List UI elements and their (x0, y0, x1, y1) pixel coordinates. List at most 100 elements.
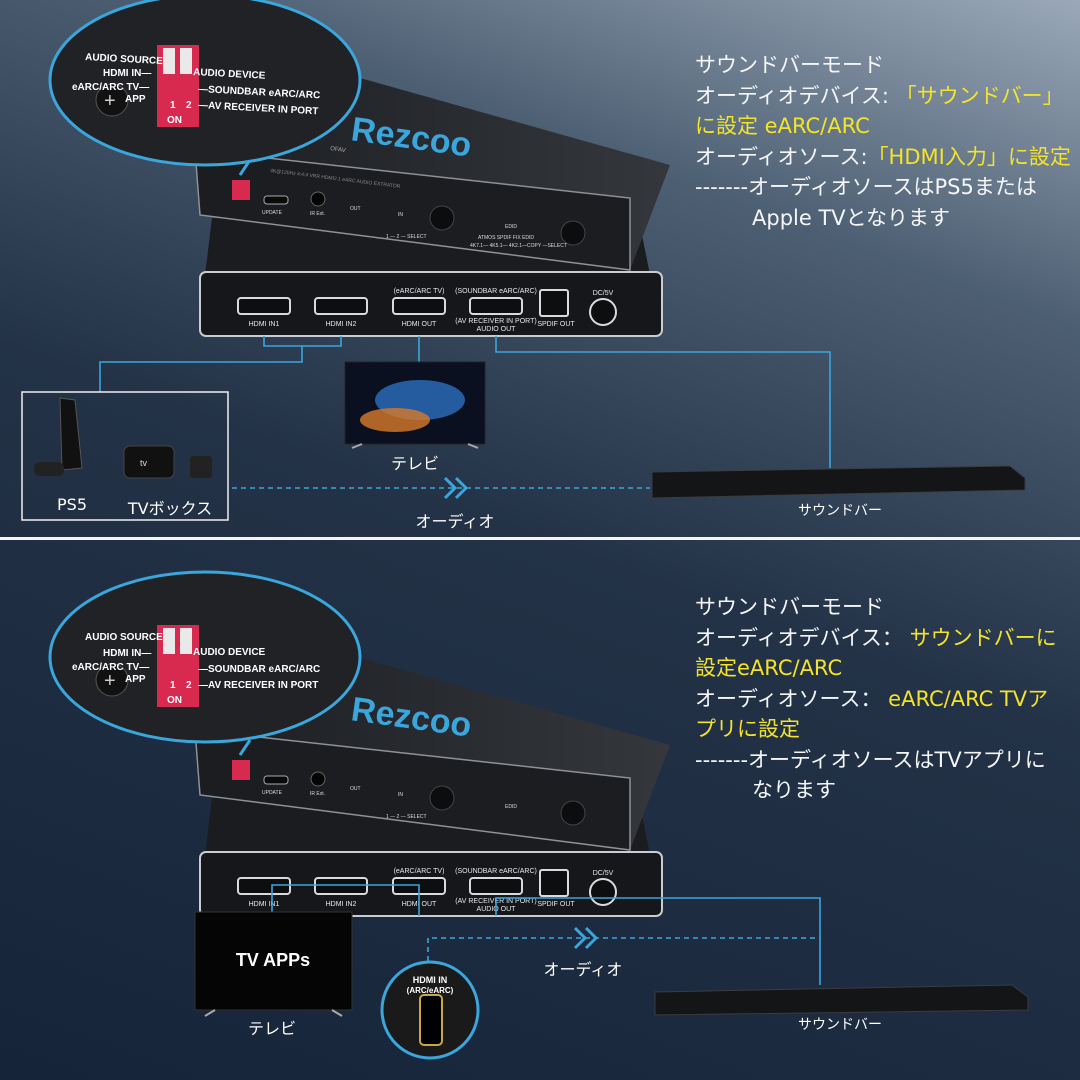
device-shape (539, 869, 569, 897)
device-shape: UPDATE IR Ext. OUT IN 1 — 2 — SELECT EDI… (262, 206, 567, 249)
device-label: 4K7.1— 4K5.1— 4K2.1—COPY —SELECT (470, 243, 567, 249)
device-shape (237, 877, 291, 895)
flow-arrow-icon (573, 926, 599, 950)
device-shape (48, 570, 362, 744)
device-shape (34, 462, 64, 476)
tv-label: テレビ (247, 1019, 297, 1038)
flow-arrow-icon (443, 476, 469, 500)
device-shape (237, 289, 617, 326)
audio-flow-line (427, 937, 820, 988)
device-label: IN (398, 792, 403, 798)
device-shape (469, 877, 523, 895)
device-label: 1 — 2 — SELECT (386, 814, 427, 820)
device-label: —SOUNDBAR eARC/ARC (198, 664, 320, 675)
device-shape (190, 456, 212, 478)
device-shape (360, 408, 430, 432)
tv-image (344, 361, 486, 449)
device-label: HDMI IN— (103, 648, 151, 659)
device-label: HDMI IN2 (326, 901, 357, 908)
device-shape (194, 729, 631, 851)
ps5-label: PS5 (57, 495, 87, 514)
device-shape (232, 760, 250, 780)
device-shape (99, 336, 342, 392)
device-shape (163, 48, 175, 74)
device-label: TV APPs (236, 950, 310, 970)
ir-port (310, 191, 326, 207)
cables (99, 336, 831, 468)
device-label: AUDIO OUT (477, 326, 517, 333)
device-shape (263, 775, 289, 785)
input-select-button (429, 205, 455, 231)
soundbar-label: サウンドバー (798, 1017, 882, 1033)
device-label: OUT (350, 786, 361, 792)
hdmi-out-port (392, 297, 446, 315)
hdmi-in2-port (314, 297, 368, 315)
soundbar-label: サウンドバー (798, 503, 882, 519)
device-label: APP (125, 674, 146, 685)
device-shape (157, 92, 199, 127)
device-shape (95, 663, 129, 697)
device-label: IR Ext. (310, 211, 325, 217)
device-label: 1 (170, 100, 176, 111)
device-label: SPDIF OUT (537, 321, 575, 328)
mode-description: サウンドバーモード オーディオデバイス: 「サウンドバー」 に設定 eARC/A… (695, 53, 1071, 230)
device-shape (180, 628, 192, 654)
device-label: eARC/ARC TV— (72, 82, 149, 93)
tv-label: テレビ (390, 454, 440, 473)
device-label: (eARC/ARC TV) (394, 868, 445, 875)
device-label: 1 (170, 680, 176, 691)
tv-image: TV APPs (194, 911, 353, 1017)
device-shape: + (104, 90, 116, 112)
apple-tv-image: tv (123, 445, 212, 479)
dip-switch-callout: + AUDIO SOURCE HDMI IN— eARC/ARC TV— APP… (48, 0, 362, 176)
device-label: 2 (186, 680, 192, 691)
device-shape (48, 0, 362, 167)
device-label: (eARC/ARC TV) (394, 288, 445, 295)
audio-label: オーディオ (543, 960, 623, 979)
device-shape (163, 628, 175, 654)
device-shape: + (104, 670, 116, 692)
device-shape (429, 785, 455, 811)
device-label: HDMI IN2 (326, 321, 357, 328)
device-shape (271, 884, 420, 916)
usb-c-port (263, 195, 289, 205)
tvbox-label: TVボックス (127, 499, 213, 518)
device-shape (310, 771, 326, 787)
device-shape (495, 897, 821, 985)
cables (271, 884, 821, 985)
device-label: AUDIO DEVICE (193, 647, 266, 658)
section-hdmi-source: HDMI IN1 HDMI IN2 (eARC/ARC TV) HDMI OUT… (21, 0, 1071, 521)
device-label: EDID (505, 224, 517, 230)
spdif-port (539, 289, 569, 317)
device-label: APP (125, 94, 146, 105)
edid-select-button (560, 220, 586, 246)
device-label: ON (167, 695, 182, 706)
device-label: IN (398, 212, 403, 218)
device-label: AUDIO SOURCE (85, 52, 164, 67)
device-label: 2 (186, 100, 192, 111)
device-label: IR Ext. (310, 791, 325, 797)
device-shape (419, 994, 443, 1046)
device-label: AUDIO DEVICE (193, 67, 266, 82)
device-shape (180, 48, 192, 74)
device-shape (95, 83, 129, 117)
hdmi-in1-port (237, 297, 291, 315)
device-label: 1 — 2 — SELECT (386, 234, 427, 240)
device-shape (123, 445, 175, 479)
device-label: tv (140, 458, 148, 468)
device-shape (59, 397, 83, 471)
device-shape (331, 1009, 343, 1017)
device-label: —AV RECEIVER IN PORT (198, 680, 318, 691)
device-shape (238, 739, 252, 756)
device-label: HDMI OUT (402, 321, 437, 328)
device-label: OFAV (330, 146, 346, 154)
device-shape (495, 336, 831, 468)
device-shape (204, 1009, 216, 1017)
device-label: SPDIF OUT (537, 901, 575, 908)
device-diagram: HDMI IN1 HDMI IN2 (eARC/ARC TV) HDMI OUT… (21, 0, 1026, 521)
device-label: HDMI IN (413, 975, 448, 985)
device-shape (573, 926, 599, 950)
